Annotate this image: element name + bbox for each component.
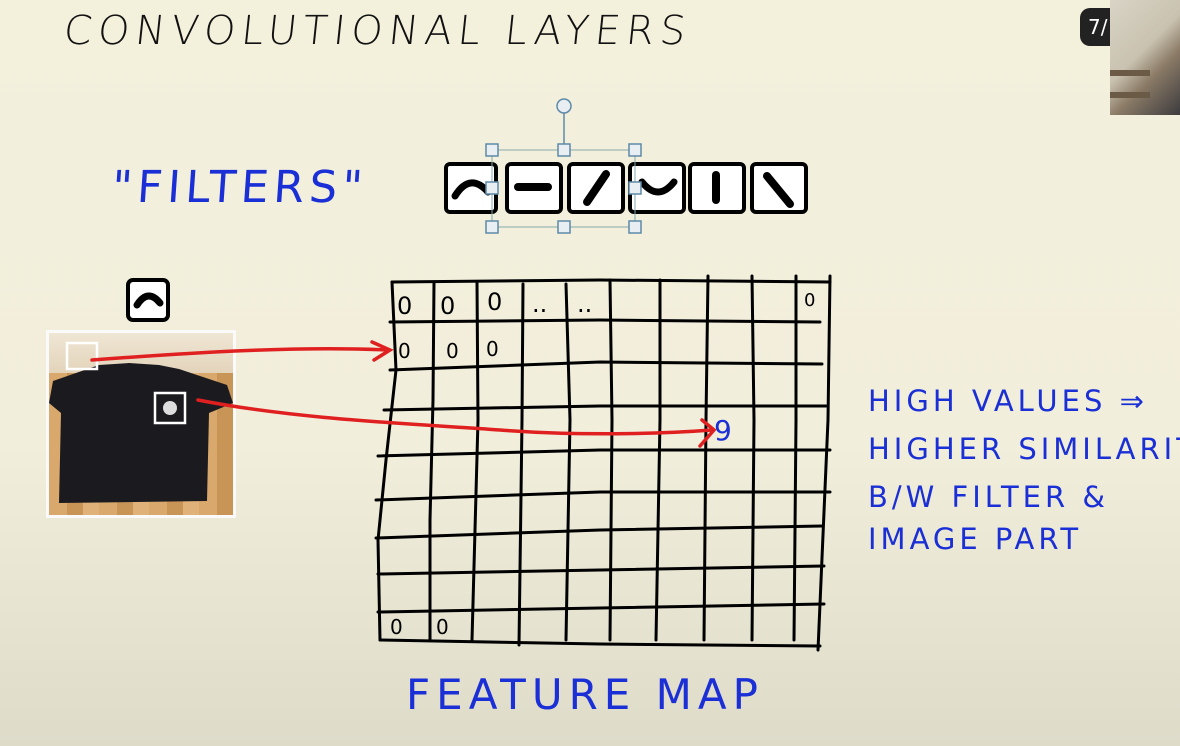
- resize-handle-tr[interactable]: [628, 143, 642, 157]
- tshirt-photo: [46, 330, 236, 518]
- arrowhead-2: [698, 418, 717, 448]
- diagonal-up-icon[interactable]: [567, 162, 625, 214]
- cell-bottom-c1: 0: [390, 615, 403, 639]
- arrowhead-1: [370, 340, 394, 362]
- horizontal-line-icon[interactable]: [505, 162, 563, 214]
- selected-filter-icon: [126, 278, 170, 322]
- patch-box-logo: [153, 391, 187, 425]
- note-line-1: HIGH VALUES ⇒: [868, 384, 1148, 418]
- cell-r1-last: 0: [804, 290, 815, 311]
- cell-r1-c1: 0: [397, 292, 412, 320]
- cell-r2-c3: 0: [486, 337, 499, 361]
- note-line-2: HIGHER SIMILARITY: [868, 432, 1180, 466]
- arrow-wall-patch: [90, 346, 390, 362]
- vertical-line-icon[interactable]: [688, 162, 746, 214]
- rotate-handle[interactable]: [556, 98, 572, 114]
- cell-r1-c4: ..: [532, 290, 547, 318]
- feature-map-grid: [374, 274, 832, 652]
- resize-handle-tl[interactable]: [485, 143, 499, 157]
- tshirt-shape: [49, 341, 233, 503]
- cell-r1-c3: 0: [487, 288, 502, 316]
- arrow-logo-patch: [196, 398, 714, 436]
- webcam-thumbnail: [1110, 0, 1180, 115]
- note-line-4: IMAGE PART: [868, 522, 1083, 556]
- arc-top-icon[interactable]: [444, 162, 498, 214]
- resize-handle-tc[interactable]: [557, 143, 571, 157]
- diagonal-down-icon[interactable]: [750, 162, 808, 214]
- note-line-3: B/W FILTER &: [868, 480, 1109, 514]
- resize-handle-br[interactable]: [628, 220, 642, 234]
- highlight-cell-value: 9: [714, 414, 732, 447]
- cell-r2-c1: 0: [398, 339, 411, 363]
- cell-r2-c2: 0: [446, 339, 459, 363]
- cell-bottom-c2: 0: [436, 615, 449, 639]
- patch-box-wall: [65, 341, 99, 371]
- red-arrows: [90, 340, 717, 448]
- resize-handle-ml[interactable]: [485, 181, 499, 195]
- selection-box[interactable]: [485, 98, 642, 234]
- feature-map-label: FEATURE MAP: [406, 670, 764, 719]
- filter-row: [444, 162, 808, 214]
- cell-r1-c5: ..: [577, 290, 592, 318]
- resize-handle-bl[interactable]: [485, 220, 499, 234]
- resize-handle-mr[interactable]: [628, 181, 642, 195]
- cell-r1-c2: 0: [440, 292, 455, 320]
- resize-handle-bc[interactable]: [557, 220, 571, 234]
